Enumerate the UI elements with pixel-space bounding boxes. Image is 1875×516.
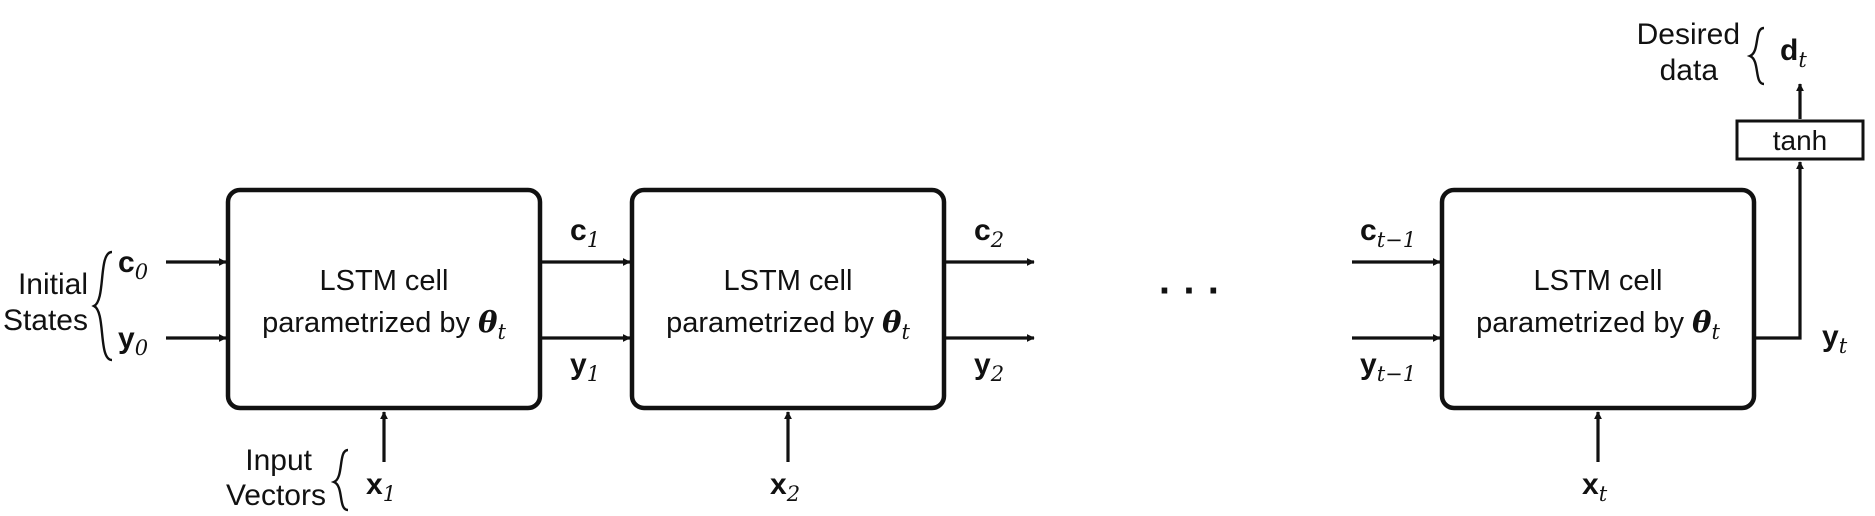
lstm-cell-t-box: [1439, 187, 1757, 411]
var-c0: c0: [118, 246, 148, 284]
desired-line2: data: [1660, 54, 1719, 87]
tanh-activation: tanh: [1735, 119, 1865, 161]
lstm-cell-1: LSTM cell parametrized by θt: [225, 187, 543, 411]
input-vectors-line2: Vectors: [226, 479, 326, 512]
initial-states-line2: States: [3, 304, 88, 337]
var-c1: c1: [570, 214, 600, 252]
lstm-cell-1-param: parametrized by θt: [262, 305, 506, 344]
initial-states-label: Initial States: [3, 268, 88, 337]
desired-data-brace: [1746, 26, 1765, 86]
lstm-cell-2-param: parametrized by θt: [666, 305, 910, 344]
lstm-cell-2-box: [629, 187, 947, 411]
tanh-label: tanh: [1773, 125, 1828, 156]
var-y1: y1: [570, 348, 600, 386]
ellipsis: · · ·: [1159, 269, 1221, 313]
lstm-cell-t-title: LSTM cell: [1534, 265, 1663, 297]
lstm-cell-t: LSTM cell parametrized by θt: [1439, 187, 1757, 411]
var-dt: dt: [1780, 34, 1807, 72]
var-x1: x1: [366, 468, 396, 506]
desired-line1: Desired: [1637, 18, 1740, 51]
var-y2: y2: [974, 348, 1004, 386]
lstm-cell-1-title: LSTM cell: [320, 265, 449, 297]
var-c2: c2: [974, 214, 1004, 252]
input-vectors-line1: Input: [245, 444, 312, 477]
lstm-cell-2-title: LSTM cell: [724, 265, 853, 297]
initial-states-line1: Initial: [18, 268, 88, 301]
var-x2: x2: [770, 468, 800, 506]
var-ctm1: ct−1: [1360, 214, 1416, 252]
arrow-yt: [1754, 161, 1804, 340]
var-y0: y0: [118, 322, 148, 360]
var-yt: yt: [1822, 320, 1848, 358]
lstm-cell-1-box: [225, 187, 543, 411]
var-xt: xt: [1582, 468, 1608, 506]
var-ytm1: yt−1: [1360, 348, 1416, 386]
initial-states-brace: [91, 250, 113, 362]
desired-data-label: Desired data: [1637, 18, 1740, 87]
tanh-box: [1735, 119, 1865, 161]
lstm-cell-2: LSTM cell parametrized by θt: [629, 187, 947, 411]
lstm-cell-t-param: parametrized by θt: [1476, 305, 1720, 344]
input-vectors-label: Input Vectors: [226, 444, 326, 512]
input-vectors-brace: [330, 448, 349, 512]
